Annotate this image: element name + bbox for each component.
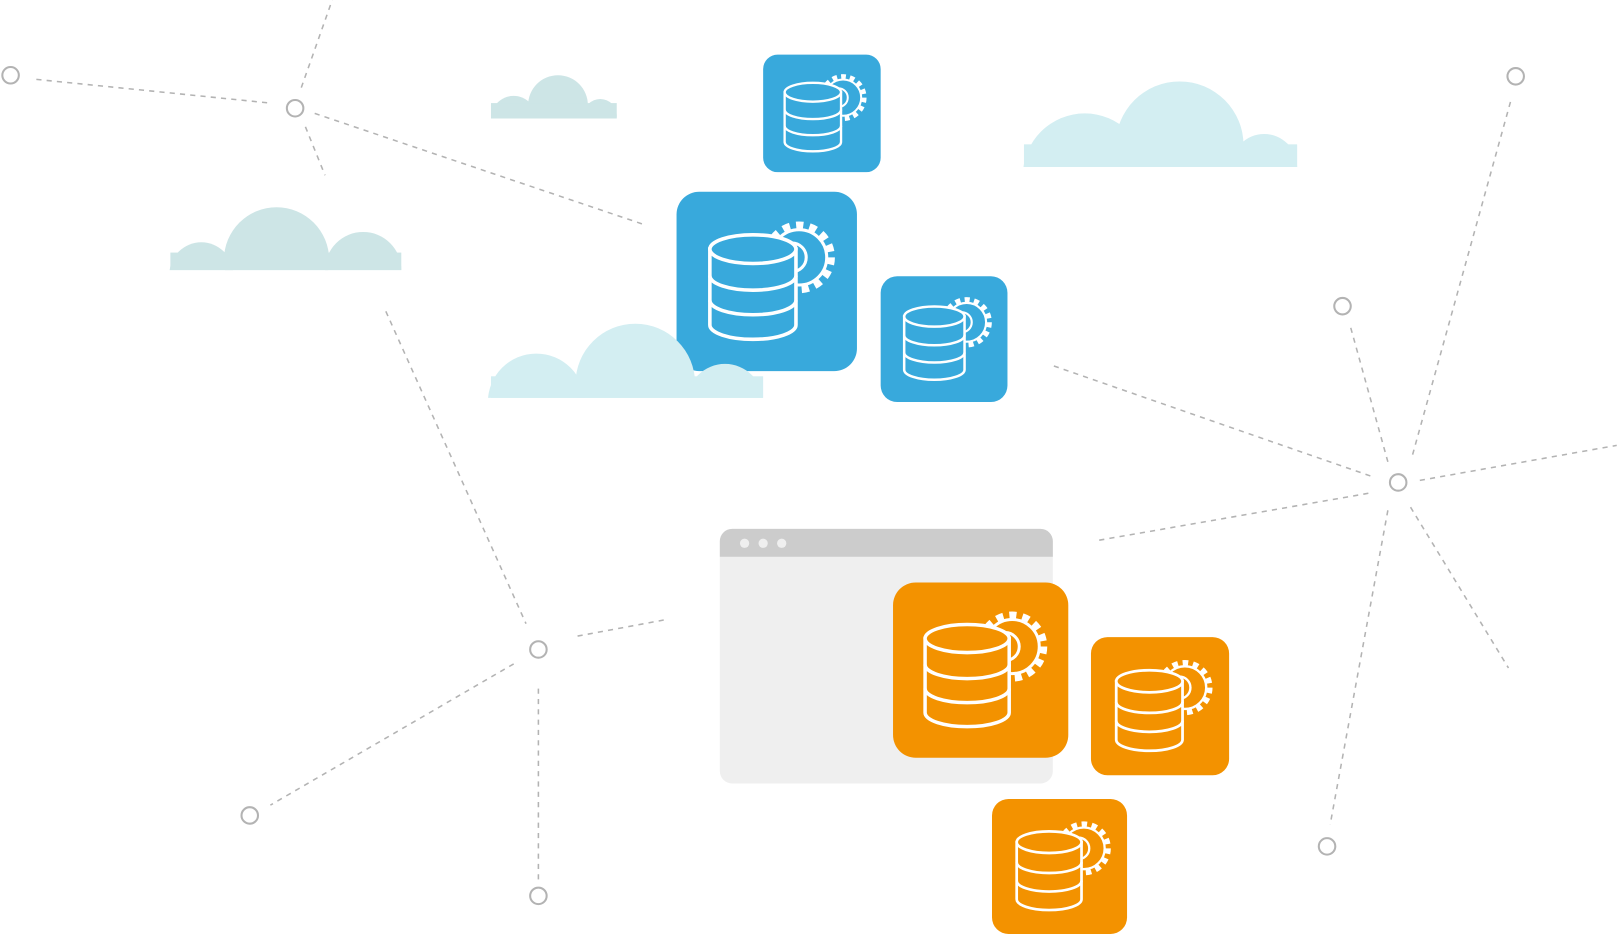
cloud-database-tiles [676,54,1008,403]
cloud-icon [1023,81,1298,168]
network-node-icon [1,65,20,85]
window-dot [758,538,768,548]
window-header [719,528,1053,557]
window-dot [739,538,750,548]
network-nodes [1,65,1525,906]
network-node-icon [1333,296,1352,316]
cloud-icon [490,75,617,119]
local-database-tiles [893,582,1230,934]
network-node-icon [529,640,548,659]
network-node-icon [1317,837,1337,856]
network-node-icon [1388,473,1408,492]
network-node-icon [1506,67,1525,86]
network-node-icon [529,886,548,906]
cloud-icon [488,323,764,398]
network-node-icon [285,98,305,118]
cloud-icon [169,207,402,271]
network-lines [36,0,1617,882]
window-dot [777,538,787,548]
network-node-icon [240,806,260,825]
